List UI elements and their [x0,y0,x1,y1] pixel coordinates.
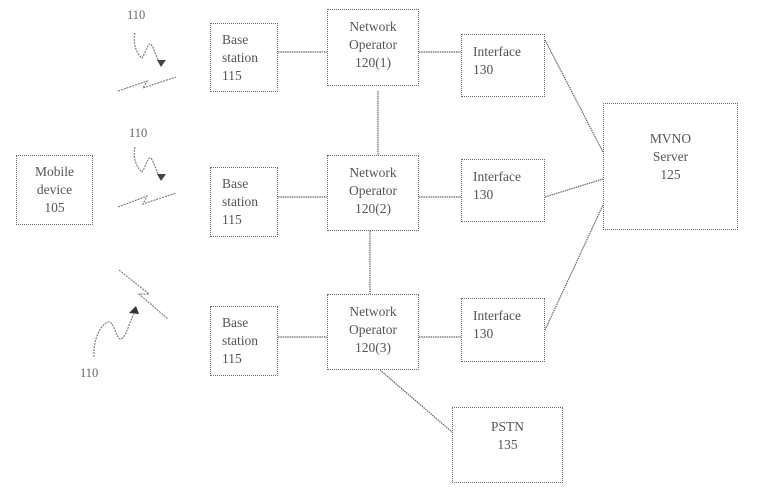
base-station-label-line2: station [222,50,258,65]
base-station-box-3: Base station 115 [210,306,278,376]
interface-box-2: Interface 130 [461,159,545,222]
reference-arrow-1 [133,32,161,63]
network-operator-label-line1: Network [349,165,397,180]
base-station-label-line1: Base [222,32,249,47]
wireless-link-symbol-1 [117,76,177,92]
network-operator-label-line2: Operator [349,37,397,52]
network-operator-label-line2: Operator [349,322,397,337]
interface-label-line1: Interface [473,308,521,323]
arrowhead-icon-1 [157,60,166,67]
network-operator-label-line3: 120(3) [355,340,391,355]
base-station-label-line2: station [222,194,258,209]
mobile-device-label-line1: Mobile [35,164,74,179]
reference-arrow-2 [133,146,161,177]
wireless-link-ref-1: 110 [127,8,146,22]
pstn-box: PSTN 135 [452,407,563,483]
network-operator-label-line1: Network [349,19,397,34]
wireless-link-symbol-2 [117,192,177,208]
interface-box-3: Interface 130 [461,298,545,362]
base-station-label-line3: 115 [222,212,242,227]
arrowhead-icon-2 [157,174,166,181]
interface-label-line1: Interface [473,169,521,184]
base-station-label-line3: 115 [222,68,242,83]
interface-label-line2: 130 [473,187,494,202]
pstn-label-line1: PSTN [490,419,524,434]
pstn-label-line2: 135 [497,437,518,452]
reference-arrow-3 [93,313,135,358]
base-station-label-line1: Base [222,315,249,330]
wireless-link-symbol-3 [118,269,169,320]
mvno-server-label-line1: MVNO [649,131,692,146]
network-operator-label-line1: Network [349,304,397,319]
link-if3-mvno [544,204,604,331]
link-no3-pstn [379,369,453,433]
mobile-device-label-line2: device [36,182,73,197]
mobile-device-label-line3: 105 [44,200,65,215]
mvno-server-label-line2: Server [652,149,689,164]
network-operator-label-line3: 120(2) [355,201,391,216]
wireless-link-ref-3: 110 [80,366,99,380]
arrowhead-icon-3 [129,306,139,314]
network-operator-box-3: Network Operator 120(3) [327,294,419,370]
base-station-box-2: Base station 115 [210,167,278,237]
interface-label-line2: 130 [473,62,494,77]
interface-label-line2: 130 [473,326,494,341]
network-operator-box-1: Network Operator 120(1) [327,9,419,86]
network-operator-box-2: Network Operator 120(2) [327,155,419,231]
mvno-server-label-line3: 125 [660,167,681,182]
link-if1-mvno [544,39,604,153]
network-operator-label-line3: 120(1) [355,55,391,70]
interface-box-1: Interface 130 [461,34,545,97]
mvno-server-box: MVNO Server 125 [603,103,738,230]
base-station-label-line3: 115 [222,351,242,366]
base-station-box-1: Base station 115 [210,23,278,92]
base-station-label-line1: Base [222,176,249,191]
interface-label-line1: Interface [473,44,521,59]
network-operator-label-line2: Operator [349,183,397,198]
link-if2-mvno [544,178,604,198]
wireless-link-ref-2: 110 [129,126,148,140]
mobile-device-box: Mobile device 105 [16,155,93,225]
base-station-label-line2: station [222,333,258,348]
